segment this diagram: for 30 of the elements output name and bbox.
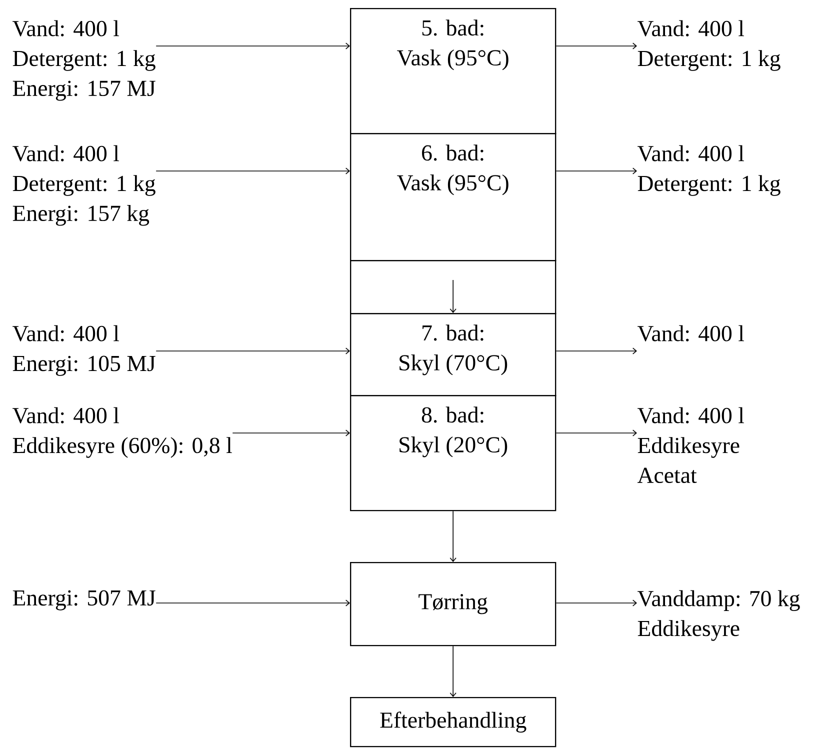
flow-text: Vand: 400 l Detergent: 1 kg Energi: 157 kg (12, 145, 156, 226)
flow-text: Vand: 400 l Detergent: 1 kg Energi: 157 MJ (12, 20, 156, 101)
arrow (450, 510, 456, 562)
arrow (556, 430, 637, 436)
process-box: Tørring (350, 562, 556, 646)
flow-text: Energi: 507 MJ (12, 590, 156, 610)
arrow (556, 600, 637, 606)
arrow (156, 42, 350, 50)
process-box: 6. bad: Vask (95°C) (350, 133, 556, 262)
process-box: 5. bad: Vask (95°C) (350, 8, 556, 134)
process-box: 7. bad: Skyl (70°C) (350, 313, 556, 396)
arrow (450, 646, 456, 697)
arrow (450, 280, 456, 313)
flow-text: Vand: 400 l Energi: 105 MJ (12, 325, 156, 376)
flow-text: Vanddamp: 70 kg Eddikesyre (638, 590, 800, 641)
arrow (556, 348, 637, 354)
arrow (556, 42, 637, 50)
arrow (156, 168, 350, 174)
arrow (156, 600, 350, 606)
arrow (232, 430, 350, 436)
flow-text: Vand: 400 l (638, 325, 744, 342)
flow-text: Vand: 400 l Detergent: 1 kg (638, 145, 780, 196)
process-box: 8. bad: Skyl (20°C) (350, 395, 556, 512)
flow-text: Vand: 400 l Detergent: 1 kg (638, 20, 780, 71)
flow-text: Vand: 400 l Eddikesyre (60%): 0,8 l (12, 407, 232, 458)
empty-box (350, 260, 556, 314)
process-box: Efterbehandling (350, 697, 556, 748)
arrow (156, 348, 350, 354)
flow-text: Vand: 400 l Eddikesyre Acetat (637, 407, 744, 484)
arrow (556, 168, 637, 174)
